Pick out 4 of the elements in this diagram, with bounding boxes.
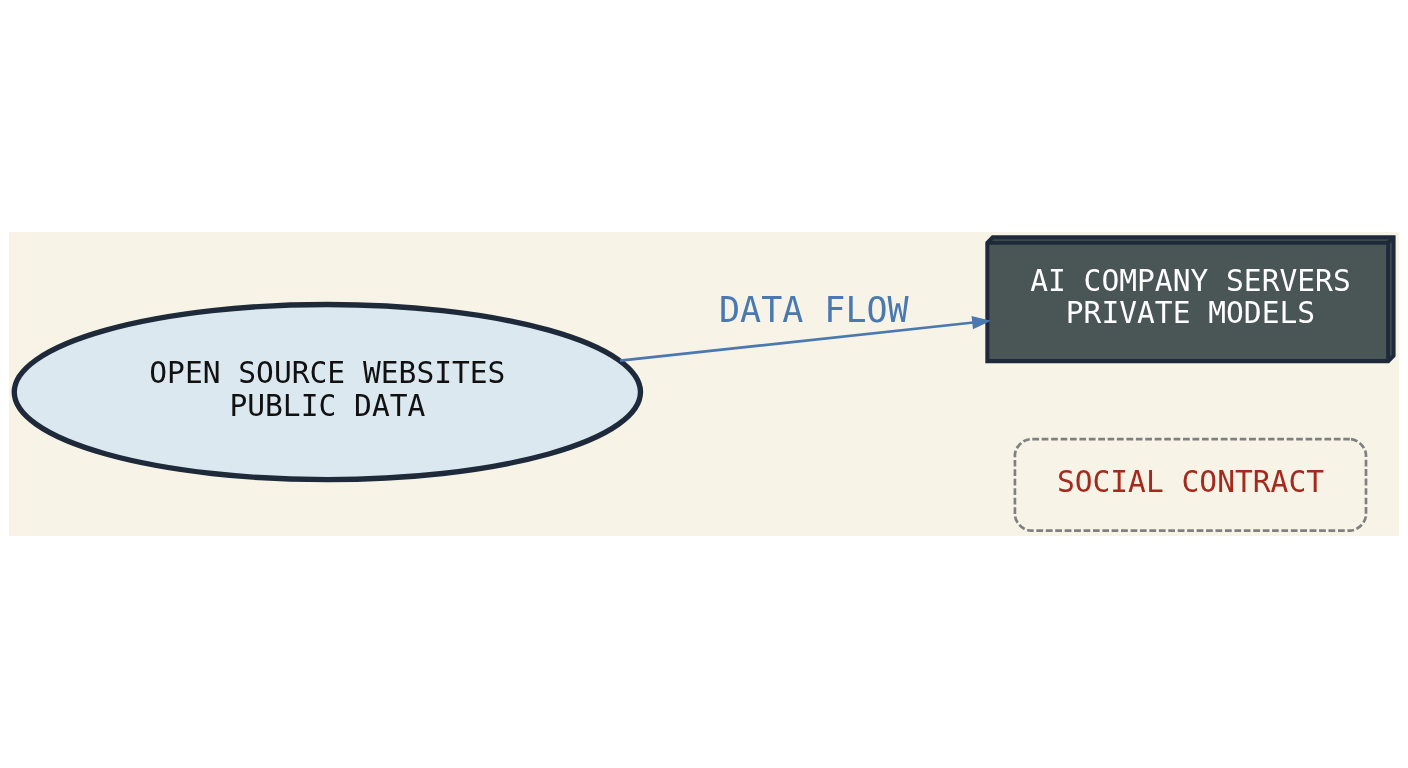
edge-label: DATA FLOW xyxy=(719,289,909,330)
node-box: SOCIAL CONTRACT xyxy=(1013,437,1368,532)
arrow xyxy=(619,316,992,362)
node-ellipse: OPEN SOURCE WEBSITES PUBLIC DATA xyxy=(11,301,644,483)
